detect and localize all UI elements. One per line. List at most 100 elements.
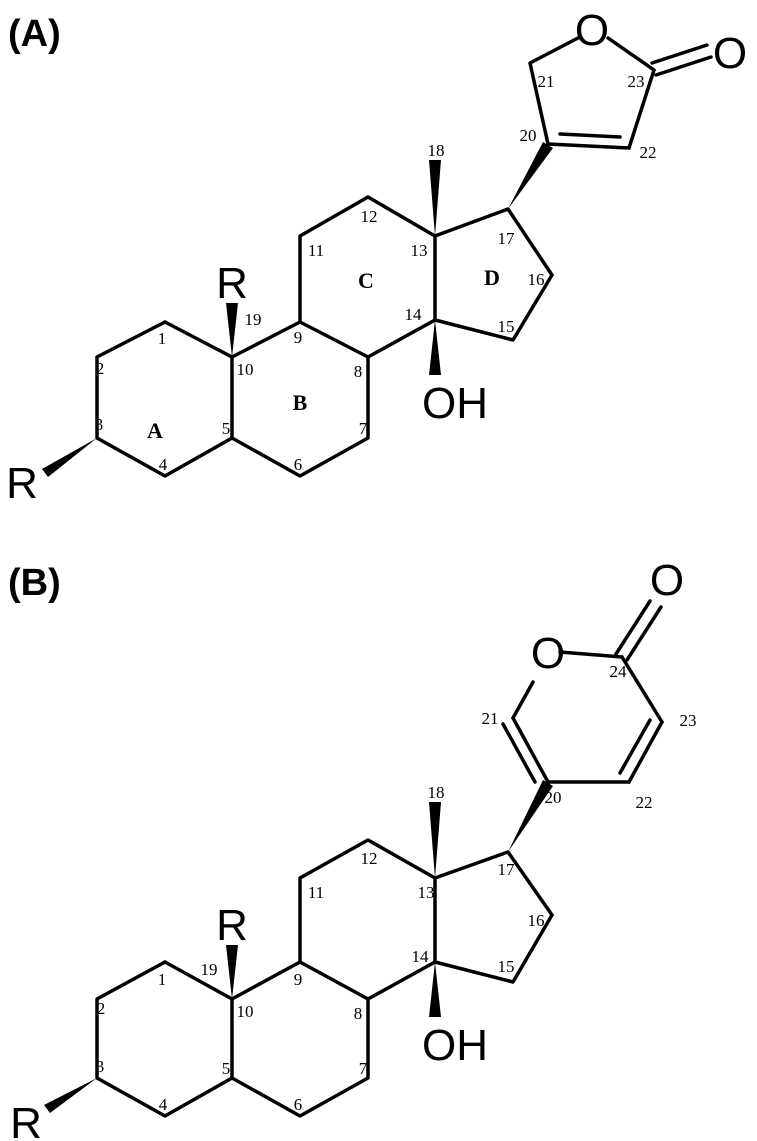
ring-label-b: B xyxy=(293,390,308,415)
carbon-number: 2 xyxy=(97,999,106,1018)
carbon-number: 9 xyxy=(294,328,303,347)
carbon-number: 17 xyxy=(498,229,516,248)
c20-c21-bond xyxy=(511,716,550,784)
carbonyl-bond-2 xyxy=(654,55,713,77)
carbon-number: 10 xyxy=(237,360,254,379)
c24-c23-bond xyxy=(620,655,664,724)
panel-a-wedges xyxy=(42,142,553,477)
carbon-number: 19 xyxy=(245,310,262,329)
carbonyl-bond-1 xyxy=(650,43,709,65)
carbon-number: 13 xyxy=(418,883,435,902)
carbon-number: 20 xyxy=(520,126,537,145)
ring-c-bonds xyxy=(298,195,437,359)
c14-oh-wedge xyxy=(429,320,441,375)
carbon-number: 4 xyxy=(159,1095,168,1114)
ring-c-bonds xyxy=(298,838,437,1001)
ring-oxygen-label: O xyxy=(531,629,565,678)
carbonyl-oxygen-label: O xyxy=(650,556,684,605)
carbon-number: 21 xyxy=(538,72,555,91)
carbon-number: 9 xyxy=(294,970,303,989)
carbon-number: 15 xyxy=(498,957,515,976)
carbonyl-bond-2 xyxy=(625,605,663,662)
ring-d-bonds xyxy=(433,850,554,984)
c3-r-wedge xyxy=(44,1078,97,1113)
ring-label-a: A xyxy=(147,418,163,443)
carbon-number: 1 xyxy=(158,329,167,348)
panel-a: (A) O xyxy=(6,6,747,508)
panel-b-bonds xyxy=(95,599,664,1118)
panel-b-wedges xyxy=(44,780,553,1113)
carbon-number: 2 xyxy=(96,359,105,378)
c17-c20-wedge xyxy=(508,142,553,209)
carbon-number: 23 xyxy=(680,711,697,730)
carbon-number: 12 xyxy=(361,207,378,226)
panel-a-label: (A) xyxy=(8,13,61,55)
carbon-number: 20 xyxy=(545,788,562,807)
c23-c22-bond xyxy=(627,720,664,784)
carbon-number: 8 xyxy=(354,1004,363,1023)
r-top-label: R xyxy=(216,259,248,308)
panel-b-atoms: O O R R OH xyxy=(10,556,684,1141)
ring-label-d: D xyxy=(484,265,500,290)
carbon-number: 3 xyxy=(95,415,104,434)
panel-a-ring-labels: A B C D xyxy=(147,265,500,443)
carbon-number: 21 xyxy=(482,709,499,728)
c13-methyl-wedge xyxy=(429,160,441,236)
c14-oh-wedge xyxy=(429,962,441,1017)
carbon-number: 5 xyxy=(222,1059,231,1078)
carbon-number: 16 xyxy=(528,911,545,930)
c20-c21-double-bond xyxy=(501,722,537,784)
c10-r-wedge xyxy=(226,303,238,357)
c10-r-wedge xyxy=(226,945,238,999)
carbon-number: 24 xyxy=(610,662,628,681)
carbon-number: 13 xyxy=(411,241,428,260)
panel-b-carbon-numbers: 1 2 3 4 5 6 7 8 9 10 11 12 13 14 15 16 1… xyxy=(96,662,697,1114)
carbon-number: 19 xyxy=(201,960,218,979)
panel-b: (B) xyxy=(8,556,697,1141)
ring-b-bonds xyxy=(230,960,370,1118)
panel-a-carbon-numbers: 1 2 3 4 5 6 7 8 9 10 11 12 13 14 15 16 1… xyxy=(95,72,657,474)
c3-r-wedge xyxy=(42,438,97,477)
panel-a-atoms: O O R R OH xyxy=(6,6,747,508)
r-left-label: R xyxy=(10,1099,42,1141)
carbon-number: 22 xyxy=(640,143,657,162)
c23-c22-bond xyxy=(627,68,656,150)
carbon-number: 7 xyxy=(359,1059,368,1078)
lactone-ring-bonds xyxy=(528,36,580,146)
c17-c20-wedge xyxy=(508,780,553,852)
carbon-number: 14 xyxy=(405,305,423,324)
carbon-number: 18 xyxy=(428,141,445,160)
carbon-number: 7 xyxy=(359,419,368,438)
carbon-number: 14 xyxy=(412,947,430,966)
carbon-number: 4 xyxy=(159,455,168,474)
ring-label-c: C xyxy=(358,268,374,293)
carbon-number: 10 xyxy=(237,1002,254,1021)
r-top-label: R xyxy=(216,901,248,950)
carbon-number: 11 xyxy=(308,241,324,260)
carbon-number: 23 xyxy=(628,72,645,91)
carbon-number: 16 xyxy=(528,270,545,289)
carbon-number: 5 xyxy=(222,419,231,438)
hydroxyl-label: OH xyxy=(422,379,488,428)
o-c24-bond xyxy=(558,650,624,659)
carbon-number: 22 xyxy=(636,793,653,812)
carbon-number: 11 xyxy=(308,883,324,902)
c13-methyl-wedge xyxy=(429,802,441,878)
carbon-number: 12 xyxy=(361,849,378,868)
carbon-number: 15 xyxy=(498,317,515,336)
carbon-number: 8 xyxy=(354,362,363,381)
c20-c22-double-bond xyxy=(558,132,622,139)
carbonyl-bond-1 xyxy=(614,599,652,656)
hydroxyl-label: OH xyxy=(422,1021,488,1070)
carbon-number: 17 xyxy=(498,860,516,879)
carbon-number: 3 xyxy=(96,1057,105,1076)
lactone-o-c23-bond xyxy=(606,36,656,72)
carbon-number: 1 xyxy=(158,970,167,989)
c22-c20-bond xyxy=(546,142,631,150)
ring-oxygen-label: O xyxy=(575,6,609,55)
r-left-label: R xyxy=(6,459,38,508)
carbon-number: 6 xyxy=(294,455,303,474)
carbonyl-oxygen-label: O xyxy=(713,29,747,78)
c23-c22-double-bond xyxy=(618,718,652,775)
